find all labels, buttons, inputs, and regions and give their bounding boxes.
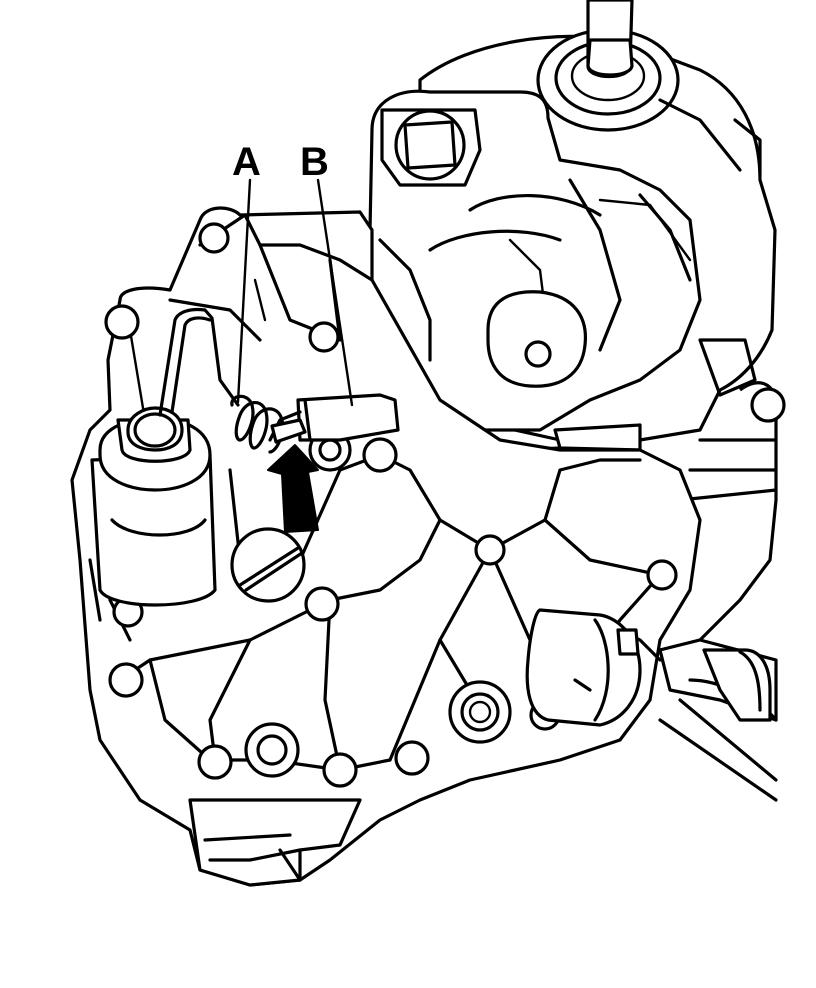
- callout-a-leader: [236, 178, 252, 404]
- callout-b: B: [300, 140, 354, 407]
- shift-tower-housing: [366, 0, 777, 472]
- valve-body-housing: [70, 206, 702, 887]
- callout-b-label: B: [300, 140, 329, 184]
- callout-b-leader: [316, 178, 354, 407]
- callout-a-label: A: [232, 140, 261, 184]
- direction-arrow: [267, 444, 319, 533]
- spring-and-lever: [158, 307, 400, 454]
- callout-a: A: [232, 140, 261, 404]
